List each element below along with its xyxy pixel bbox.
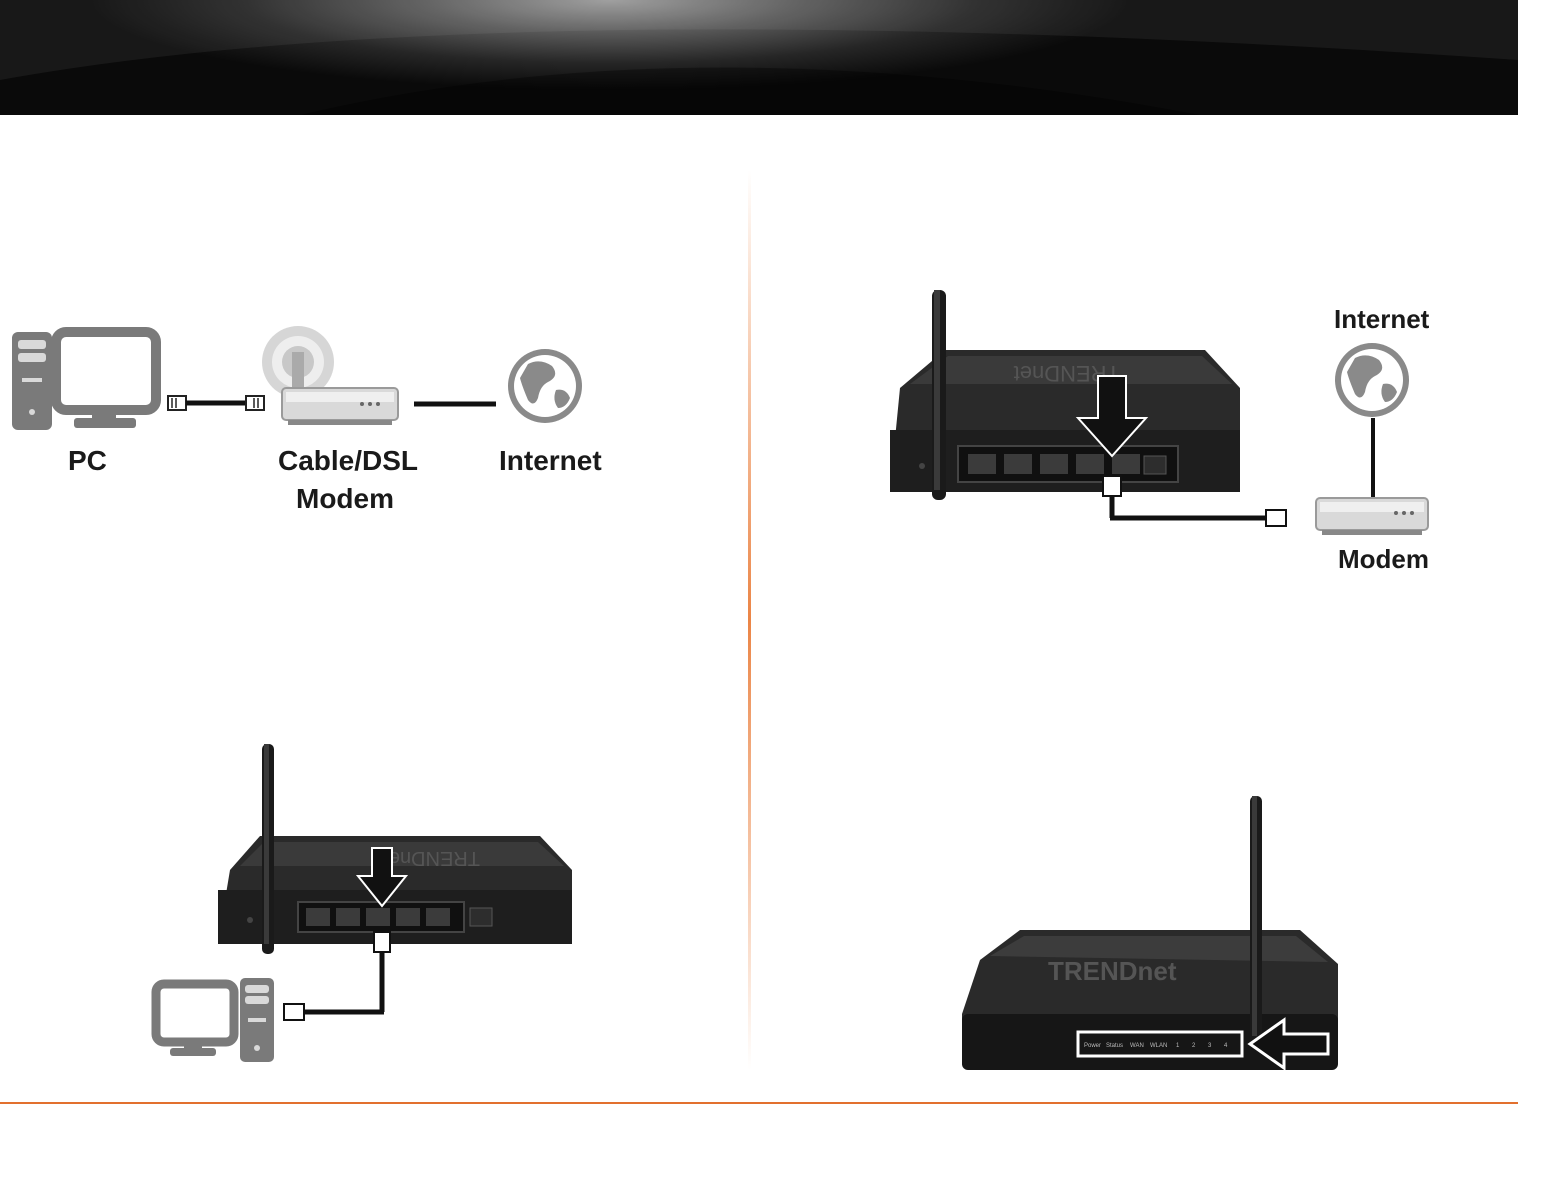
- figure-router-front-panel: TRENDnet Power Status WAN WLAN 1 2 3 4: [950, 780, 1350, 1080]
- figure-pc-modem-internet: PC Cable/DSL Modem Internet: [0, 290, 620, 530]
- monitor-icon: [56, 332, 156, 428]
- pc-label: PC: [68, 445, 107, 476]
- modem-label: Modem: [1338, 544, 1429, 574]
- pc-tower-icon: [240, 978, 274, 1062]
- led-label-power: Power: [1084, 1043, 1101, 1049]
- figure-router-wan-modem: TRENDnet: [870, 280, 1450, 580]
- router-brand-text: TRENDnet: [383, 847, 480, 869]
- modem-label-line2: Modem: [296, 483, 394, 514]
- modem-label-line1: Cable/DSL: [278, 445, 418, 476]
- footer-rule: [0, 1102, 1518, 1104]
- router-brand-text: TRENDnet: [1048, 956, 1177, 986]
- globe-icon: [1335, 343, 1409, 417]
- monitor-icon: [156, 984, 234, 1056]
- internet-label: Internet: [499, 445, 602, 476]
- figure-router-lan-pc: TRENDnet: [140, 730, 600, 1070]
- header-banner: [0, 0, 1518, 115]
- router-rear-icon: TRENDnet: [218, 744, 572, 954]
- column-divider: [748, 170, 751, 1070]
- pc-tower-icon: [12, 332, 52, 430]
- globe-icon: [508, 349, 582, 423]
- router-rear-icon: TRENDnet: [890, 290, 1240, 500]
- ethernet-cable-icon: [284, 932, 390, 1020]
- led-label-status: Status: [1106, 1043, 1123, 1049]
- led-label-wan: WAN: [1130, 1043, 1144, 1049]
- modem-icon: [1316, 498, 1428, 535]
- internet-label: Internet: [1334, 304, 1430, 334]
- ethernet-cable-icon: [168, 396, 264, 410]
- modem-icon: [262, 326, 398, 425]
- led-label-wlan: WLAN: [1150, 1043, 1167, 1049]
